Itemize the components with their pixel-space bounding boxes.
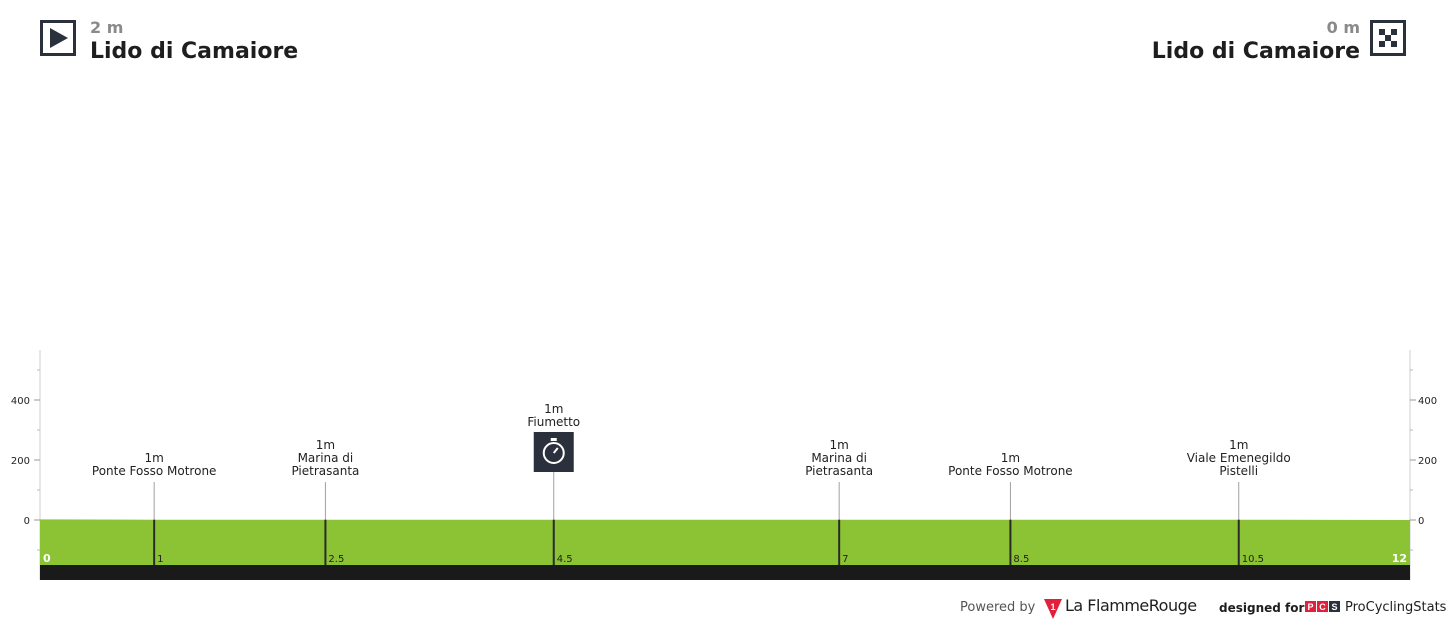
y-tick-label-left: 400 — [11, 396, 30, 407]
waypoint-name: Pistelli — [1219, 464, 1258, 478]
finish-info: 0 m Lido di Camaiore — [1152, 18, 1360, 66]
waypoint-km-label: 2.5 — [328, 554, 344, 565]
waypoint-km-label: 1 — [157, 554, 163, 565]
la-flamme-rouge-link[interactable]: La FlammeRouge — [1065, 597, 1197, 615]
la-flamme-rouge-logo-icon: 1 — [1044, 599, 1062, 619]
waypoint-elevation: 1m — [316, 438, 335, 452]
lfr-logo-mark: 1 — [1050, 602, 1055, 612]
y-tick-label-right: 400 — [1418, 396, 1437, 407]
km-label-end: 12 — [1392, 552, 1407, 565]
profile-fill — [40, 519, 1410, 565]
y-tick-label-right: 200 — [1418, 456, 1437, 467]
waypoint-name: Ponte Fosso Motrone — [92, 464, 217, 478]
y-tick-label-left: 200 — [11, 456, 30, 467]
waypoint-name: Viale Emenegildo — [1187, 451, 1291, 465]
waypoint-elevation: 1m — [544, 402, 563, 416]
stopwatch-dial — [542, 442, 565, 464]
waypoint-name: Marina di — [811, 451, 867, 465]
powered-by-text: Powered by — [960, 600, 1036, 615]
stopwatch-hand — [552, 447, 559, 454]
profile-base-band — [40, 565, 1410, 580]
stopwatch-crown — [550, 438, 557, 441]
y-tick-label-right: 0 — [1418, 516, 1424, 527]
km-label-start: 0 — [43, 552, 51, 565]
start-elevation: 2 m — [90, 18, 124, 37]
finish-name: Lido di Camaiore — [1151, 39, 1360, 64]
waypoint-name: Ponte Fosso Motrone — [948, 464, 1073, 478]
pcs-logo-icon: P C S — [1305, 601, 1340, 612]
waypoint-elevation: 1m — [145, 451, 164, 465]
waypoint-km-label: 7 — [842, 554, 848, 565]
waypoint-elevation: 1m — [1001, 451, 1020, 465]
lfr-brand-part1: La Flamme — [1065, 596, 1149, 615]
pcs-logo-letter-p: P — [1307, 602, 1313, 612]
start-flag-icon — [40, 20, 76, 56]
waypoint-elevation: 1m — [830, 438, 849, 452]
pcs-logo-letter-s: S — [1331, 602, 1337, 612]
waypoint-name: Pietrasanta — [291, 464, 359, 478]
profile-area: 0 12 — [40, 519, 1410, 580]
pcs-logo-letter-c: C — [1319, 602, 1326, 612]
waypoint-name: Marina di — [298, 451, 354, 465]
waypoint-km-label: 8.5 — [1013, 554, 1029, 565]
waypoint-name: Pietrasanta — [805, 464, 873, 478]
procyclingstats-link[interactable]: ProCyclingStats — [1345, 600, 1447, 615]
lfr-brand-part2: Rouge — [1148, 596, 1197, 615]
finish-elevation: 0 m — [1326, 18, 1360, 37]
waypoint-name: Fiumetto — [527, 415, 580, 429]
waypoint-km-label: 4.5 — [557, 554, 573, 565]
y-tick-label-left: 0 — [24, 516, 30, 527]
checkered-flag-icon — [1370, 20, 1406, 56]
footer: Powered by 1 La FlammeRouge designed for… — [0, 596, 1450, 622]
start-info: 2 m Lido di Camaiore — [90, 18, 298, 66]
start-name: Lido di Camaiore — [90, 39, 299, 64]
designed-for-text: designed for — [1219, 601, 1305, 615]
waypoint-elevation: 1m — [1229, 438, 1248, 452]
waypoint-km-label: 10.5 — [1242, 554, 1264, 565]
